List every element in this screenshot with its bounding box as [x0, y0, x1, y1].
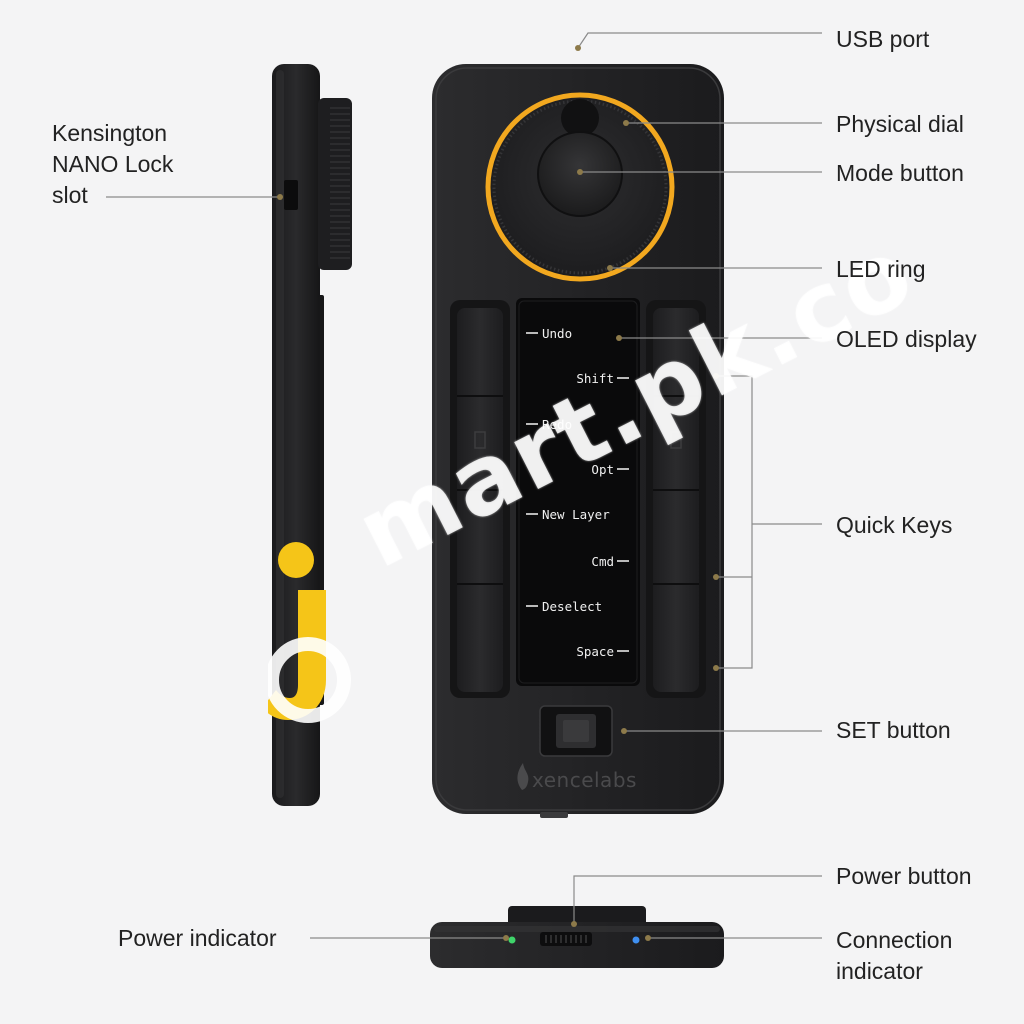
label-oled-display: OLED display	[836, 326, 977, 352]
label-usb-port: USB port	[836, 26, 930, 52]
oled-label-new-layer: New Layer	[542, 507, 610, 522]
oled-display	[516, 298, 640, 686]
oled-label-redo: Redo	[542, 417, 572, 432]
left-quick-keys	[450, 300, 510, 698]
oled-label-cmd: Cmd	[591, 554, 614, 569]
oled-label-shift: Shift	[576, 371, 614, 386]
label-kensington-lock-slot: Kensington NANO Lock slot	[52, 120, 174, 208]
front-view-device: Undo Redo New Layer Deselect Shift Opt C…	[432, 64, 724, 818]
connection-led	[632, 936, 640, 944]
kensington-slot	[284, 180, 298, 210]
side-dial-edge	[318, 98, 352, 270]
label-quick-keys: Quick Keys	[836, 512, 953, 538]
brand-logo: xencelabs	[532, 768, 637, 792]
oled-label-undo: Undo	[542, 326, 572, 341]
oled-label-deselect: Deselect	[542, 599, 602, 614]
right-quick-keys	[646, 300, 706, 698]
front-usb-port	[540, 812, 568, 818]
bottom-view-device	[430, 906, 724, 968]
oled-label-space: Space	[576, 644, 614, 659]
label-mode-button: Mode button	[836, 160, 964, 186]
callout-dots	[277, 45, 719, 941]
oled-label-opt: Opt	[591, 462, 614, 477]
dial-notch	[561, 99, 599, 137]
side-view-device	[272, 64, 352, 806]
label-connection-indicator: Connection indicator	[836, 927, 953, 984]
label-power-indicator: Power indicator	[118, 925, 277, 951]
led-ring	[485, 92, 675, 282]
xencelabs-flame-icon	[517, 763, 529, 790]
label-power-button: Power button	[836, 863, 972, 889]
power-led	[508, 936, 516, 944]
label-set-button: SET button	[836, 717, 951, 743]
label-led-ring: LED ring	[836, 256, 926, 282]
callout-lines	[106, 32, 822, 939]
label-physical-dial: Physical dial	[836, 111, 964, 137]
